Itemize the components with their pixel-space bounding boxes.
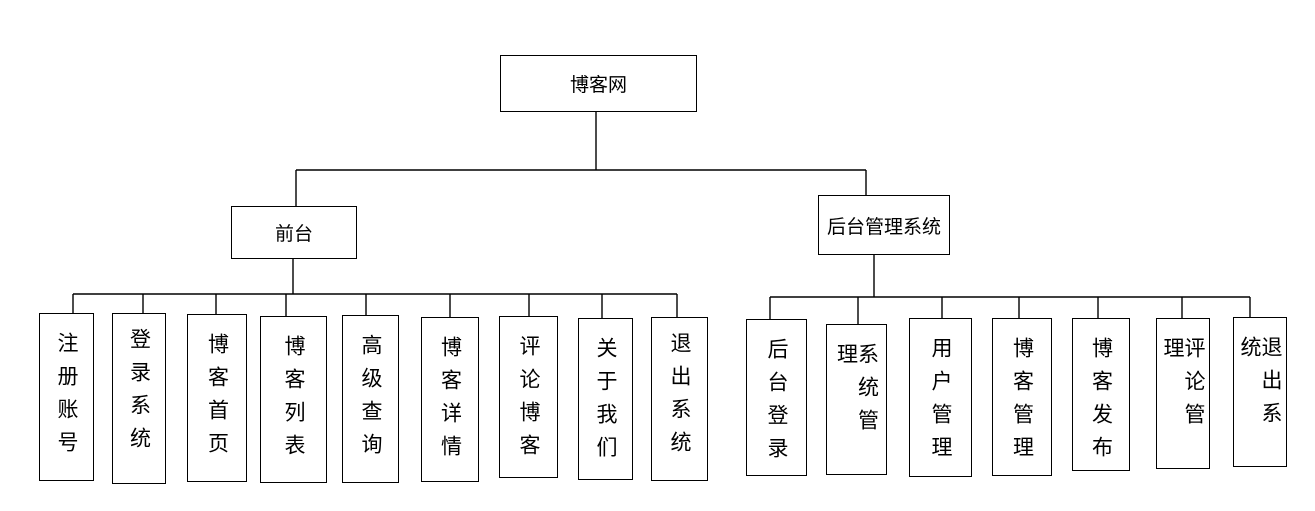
node-backend-item-label: 后台登录 [765,338,789,470]
node-backend-item: 博客管理 [992,318,1052,476]
node-backend-item-label: 博客管理 [1010,337,1035,469]
node-frontend-item: 退出系统 [651,317,708,481]
node-backend-item: 用户管理 [909,318,972,477]
node-frontend-item-label: 评论博客 [517,335,541,467]
node-frontend-item-label: 博客首页 [205,333,230,465]
node-frontend-item: 博客详情 [421,317,479,482]
node-frontend-label: 前台 [274,223,313,245]
node-backend-item: 后台登录 [746,319,807,476]
node-frontend-item-label: 退出系统 [668,332,692,464]
node-frontend-item: 关于我们 [578,318,633,480]
node-root: 博客网 [500,55,697,112]
node-frontend-item: 博客首页 [187,314,247,482]
node-backend: 后台管理系统 [818,195,950,255]
node-backend-item: 退出系统 [1233,317,1287,467]
node-backend-item-label: 用户管理 [929,337,953,469]
node-backend-item-label: 系统管理 [834,343,880,442]
node-backend-item-label: 退出系统 [1238,336,1283,435]
node-backend-label: 后台管理系统 [826,215,941,238]
node-frontend-item-label: 高级查询 [359,334,383,466]
node-frontend-item: 高级查询 [342,315,399,483]
node-backend-item: 博客发布 [1072,318,1130,471]
node-frontend-item-label: 博客详情 [438,336,463,468]
node-frontend-item-label: 登录系统 [127,328,152,460]
node-frontend-item: 博客列表 [260,316,327,483]
node-frontend-item: 登录系统 [112,313,166,484]
node-backend-item: 系统管理 [826,324,887,475]
node-root-label: 博客网 [569,74,627,96]
node-frontend-item-label: 博客列表 [282,335,306,467]
node-frontend-item: 评论博客 [499,316,558,478]
node-frontend-item-label: 注册账号 [55,332,79,464]
node-frontend-item: 注册账号 [39,313,94,481]
node-backend-item: 评论管理 [1156,318,1210,469]
node-frontend-item-label: 关于我们 [594,337,618,469]
node-frontend: 前台 [231,206,357,259]
node-backend-item-label: 博客发布 [1089,337,1114,469]
node-backend-item-label: 评论管理 [1161,337,1206,436]
